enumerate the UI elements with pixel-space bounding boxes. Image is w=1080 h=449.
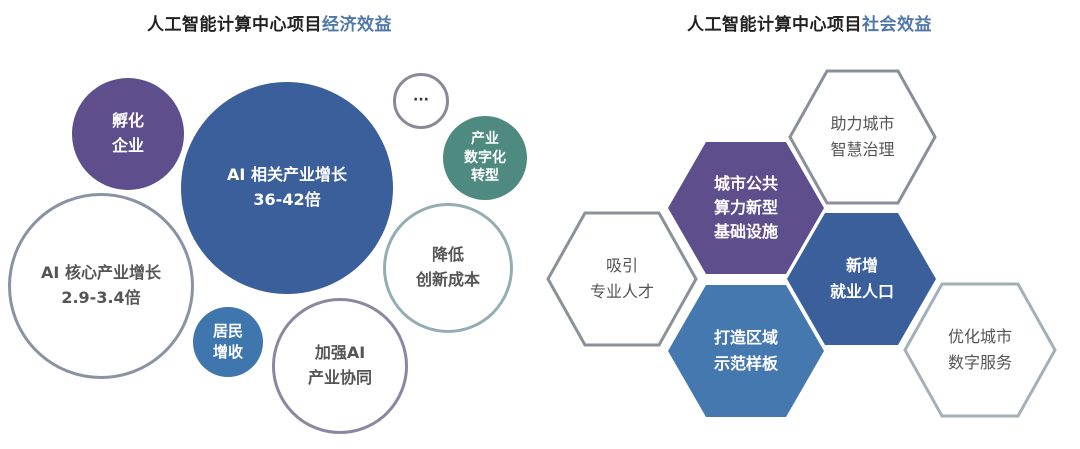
bubble-line: 创新成本: [415, 270, 480, 289]
bubble-line: 产业协同: [307, 368, 372, 387]
hexagon-line: 数字服务: [947, 353, 1012, 372]
bubble-line: 降低: [431, 245, 464, 265]
bubble-line: 36-42倍: [253, 190, 321, 209]
hexagon-line: 示范样板: [713, 354, 778, 373]
bubble-line: 企业: [111, 136, 144, 155]
hexagon-line: 智慧治理: [830, 140, 895, 159]
bubble-ai-related-growth: AI 相关产业增长 36-42倍: [181, 82, 393, 294]
hexagon-line: 专业人才: [589, 282, 654, 301]
bubble-industry-synergy: 加强AI 产业协同: [272, 298, 408, 434]
hexagon-line: 基础设施: [713, 222, 778, 241]
bubble-line: 增收: [212, 343, 243, 361]
hexagon-line: 新增: [845, 256, 878, 276]
bubble-line: 转型: [471, 168, 499, 185]
bubble-line: 加强AI: [314, 343, 366, 363]
hexagon-line: 打造区域: [713, 328, 778, 348]
hexagon-demo-label: 打造区域 示范样板: [690, 309, 802, 393]
bubble-line: 居民: [212, 322, 243, 340]
bubble-line: AI 相关产业增长: [227, 165, 347, 185]
hexagon-line: 就业人口: [829, 282, 894, 301]
bubble-line: 数字化: [464, 149, 506, 166]
hexagon-employment-label: 新增 就业人口: [810, 237, 914, 321]
bubble-line: AI 核心产业增长: [41, 263, 161, 283]
social-benefits-title: 人工智能计算中心项目社会效益: [687, 10, 932, 35]
title-highlight: 经济效益: [322, 15, 392, 35]
hexagon-line: 城市公共: [713, 174, 778, 193]
hexagon-digital-service: [903, 282, 1057, 418]
hexagon-governance: [788, 69, 937, 205]
hexagon-infrastructure: [668, 142, 824, 274]
title-prefix: 人工智能计算中心项目: [687, 15, 862, 35]
title-highlight: 社会效益: [862, 15, 932, 35]
bubble-ai-core-growth: AI 核心产业增长 2.9-3.4倍: [8, 193, 194, 379]
hexagon-employment: [787, 213, 936, 345]
ellipsis-icon: ···: [413, 92, 429, 109]
hexagon-governance-label: 助力城市 智慧治理: [810, 95, 915, 179]
hexagon-demo: [668, 285, 824, 417]
title-prefix: 人工智能计算中心项目: [147, 15, 322, 35]
bubble-line: 2.9-3.4倍: [61, 288, 141, 307]
hexagon-digital-service-label: 优化城市 数字服务: [928, 308, 1032, 392]
bubble-more: ···: [393, 73, 449, 129]
hexagon-talent: [546, 211, 698, 347]
hexagon-talent-label: 吸引 专业人才: [570, 237, 674, 321]
hexagon-line: 吸引: [605, 256, 638, 276]
bubble-line: 产业: [471, 130, 499, 147]
bubble-line: 孵化: [111, 111, 144, 131]
bubble-resident-income: 居民 增收: [193, 307, 263, 377]
bubble-reduce-cost: 降低 创新成本: [383, 203, 513, 333]
hexagon-line: 优化城市: [947, 327, 1012, 347]
economic-benefits-title: 人工智能计算中心项目经济效益: [147, 10, 392, 35]
hexagon-infrastructure-label: 城市公共 算力新型 基础设施: [690, 166, 802, 250]
hexagon-line: 助力城市: [830, 114, 895, 134]
bubble-incubate: 孵化 企业: [72, 78, 184, 190]
hexagon-line: 算力新型: [713, 198, 778, 217]
bubble-digital-transformation: 产业 数字化 转型: [443, 116, 527, 200]
